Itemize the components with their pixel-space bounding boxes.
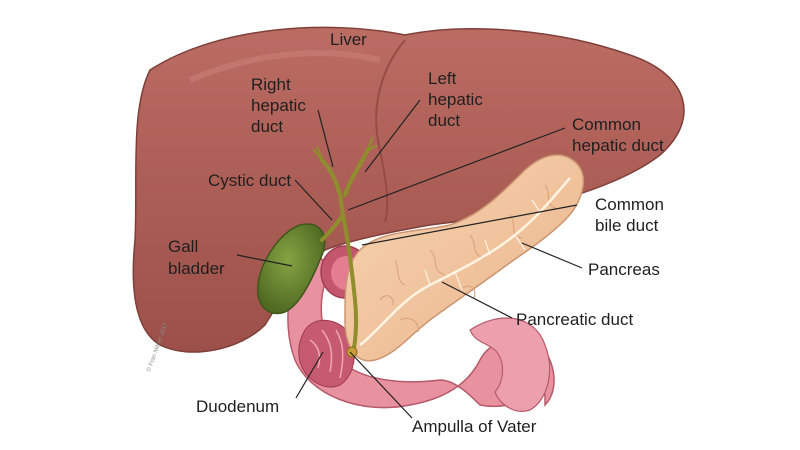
label-pancreas: Pancreas: [588, 260, 660, 279]
label-common-hepatic-duct-1: Common: [572, 115, 641, 134]
leader-lines: [236, 99, 583, 419]
hepatic-branches: [312, 136, 378, 162]
label-right-hepatic-duct-1: Right: [251, 75, 291, 94]
pancreatic-duct: [359, 177, 571, 346]
label-left-hepatic-duct-1: Left: [428, 69, 457, 88]
label-liver: Liver: [330, 30, 367, 49]
duodenum-lower-loop: [469, 317, 551, 412]
label-common-bile-duct-1: Common: [595, 195, 664, 214]
label-ampulla-of-vater: Ampulla of Vater: [412, 417, 537, 436]
duodenum-shape: [287, 249, 555, 409]
liver-lobe-division: [375, 39, 406, 223]
pancreas-texture: [379, 184, 557, 333]
label-common-bile-duct-2: bile duct: [595, 216, 659, 235]
pancreatic-duct-branches: [424, 199, 541, 291]
label-right-hepatic-duct-3: duct: [251, 117, 283, 136]
label-gall-bladder-1: Gall: [168, 237, 198, 256]
label-duodenum: Duodenum: [196, 397, 279, 416]
label-left-hepatic-duct-2: hepatic: [428, 90, 483, 109]
label-pancreatic-duct: Pancreatic duct: [516, 310, 633, 329]
ampulla-of-vater: [346, 346, 358, 358]
bile-duct-system: [320, 148, 370, 350]
duodenum-fold-lines: [309, 329, 344, 379]
label-left-hepatic-duct-3: duct: [428, 111, 460, 130]
label-common-hepatic-duct-2: hepatic duct: [572, 136, 664, 155]
label-cystic-duct: Cystic duct: [208, 171, 291, 190]
liver-sheen: [188, 50, 381, 83]
label-right-hepatic-duct-2: hepatic: [251, 96, 306, 115]
label-gall-bladder-2: bladder: [168, 259, 225, 278]
